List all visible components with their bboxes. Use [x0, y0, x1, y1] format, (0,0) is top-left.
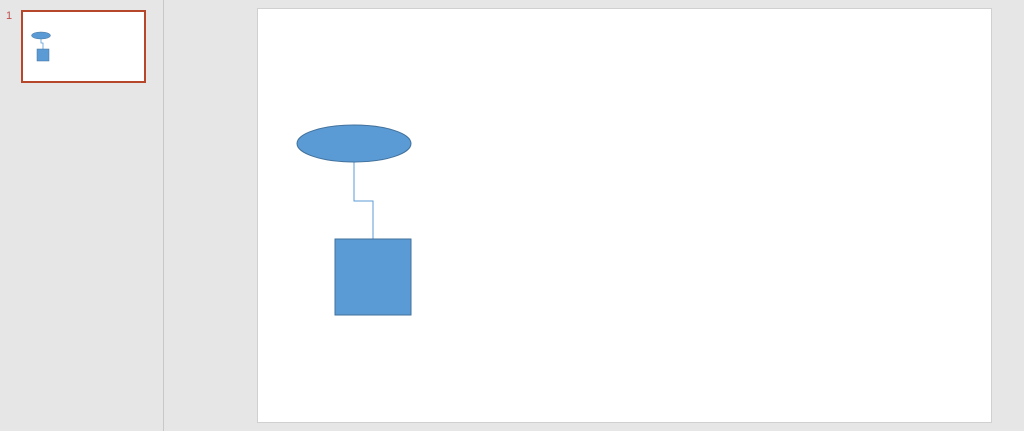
- slide-number: 1: [6, 10, 13, 22]
- rectangle-shape[interactable]: [334, 238, 412, 316]
- slide-thumbnail-pane[interactable]: 1: [0, 0, 164, 431]
- thumbnail-rectangle: [36, 48, 50, 62]
- slide-shapes: [296, 124, 412, 316]
- slide-thumbnail-1[interactable]: [21, 10, 146, 83]
- ellipse-shape[interactable]: [296, 124, 412, 163]
- thumbnail-ellipse: [31, 31, 51, 40]
- thumbnail-connector: [40, 39, 44, 49]
- slide-thumbnail-preview: [31, 31, 51, 62]
- slide-editing-area[interactable]: [164, 0, 1024, 431]
- slide-canvas[interactable]: [257, 8, 992, 423]
- elbow-connector[interactable]: [353, 162, 374, 239]
